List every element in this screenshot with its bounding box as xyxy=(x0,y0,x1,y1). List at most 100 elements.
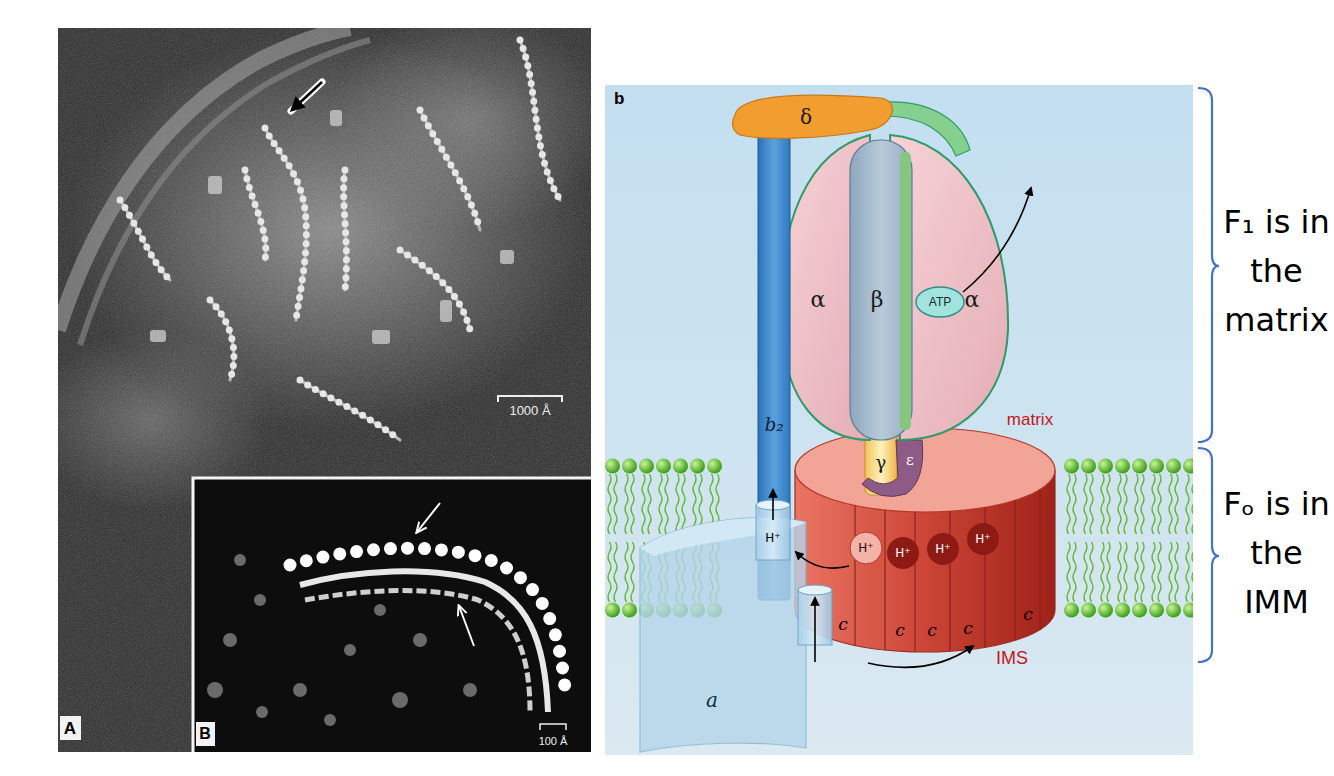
inset-micrograph xyxy=(207,682,223,698)
outer-membrane xyxy=(58,28,370,345)
subunit-label: c xyxy=(895,622,905,639)
f1-head xyxy=(900,152,911,430)
region-label: IMS xyxy=(996,649,1028,667)
c-ring xyxy=(795,428,1055,652)
crista-membrane xyxy=(520,40,560,200)
inset-micrograph xyxy=(196,722,215,746)
central-stalk xyxy=(862,440,923,496)
crista-membrane xyxy=(344,170,347,290)
inset-micrograph xyxy=(223,633,237,647)
c-ring xyxy=(854,505,855,645)
inset-micrograph xyxy=(392,692,408,708)
granule xyxy=(500,250,514,264)
bound-proton xyxy=(850,523,999,569)
proton-label: H⁺ xyxy=(765,532,780,544)
c-ring xyxy=(1039,490,1040,630)
bound-proton xyxy=(967,523,999,555)
subunit-label: c xyxy=(1023,606,1033,623)
inset-micrograph xyxy=(256,706,268,718)
crista-membrane xyxy=(245,170,266,260)
crista-membrane xyxy=(120,40,560,440)
granule xyxy=(150,330,166,342)
annotation-text: F₁ is in the matrix xyxy=(1221,198,1332,345)
crista-membrane xyxy=(120,200,170,280)
region-label: matrix xyxy=(1007,411,1053,428)
inset-micrograph xyxy=(305,591,530,712)
subunit-label: ε xyxy=(906,453,914,468)
bound-proton xyxy=(850,532,882,564)
subunit-label: γ xyxy=(876,454,887,472)
c-ring xyxy=(914,512,915,652)
pointer-arrow xyxy=(291,82,322,111)
subunit-label: b₂ xyxy=(765,416,784,434)
scale-label: 1000 Å xyxy=(509,404,550,417)
crista-membrane xyxy=(265,128,306,320)
proton-label: H⁺ xyxy=(935,543,950,555)
crista-membrane xyxy=(300,380,400,440)
granule xyxy=(372,330,390,344)
f1-head xyxy=(963,188,1031,292)
f1-head xyxy=(916,287,964,317)
scale-bar xyxy=(498,396,562,402)
panel-letter: B xyxy=(199,726,211,742)
subunit-label: δ xyxy=(800,107,812,127)
f1-head xyxy=(781,102,1031,440)
c-ring xyxy=(1014,500,1015,640)
granule xyxy=(330,110,342,126)
inset-micrograph xyxy=(193,478,591,752)
scale-bar xyxy=(498,396,562,402)
lipid-bilayer xyxy=(1063,458,1193,618)
inset-micrograph xyxy=(193,478,591,752)
granule xyxy=(150,110,514,344)
inset-micrograph xyxy=(293,683,307,697)
electron-micrograph xyxy=(58,28,591,752)
figure-panel: b xyxy=(605,85,1193,755)
inset-micrograph xyxy=(234,554,246,566)
bracket xyxy=(1198,88,1219,662)
annotation-text: Fₒ is in the IMM xyxy=(1221,480,1332,627)
inset-micrograph xyxy=(344,644,356,656)
granule xyxy=(440,300,452,322)
subunit-label: α xyxy=(965,289,980,311)
f1-head xyxy=(890,135,1008,440)
proton-label: H⁺ xyxy=(895,547,910,559)
inset-micrograph xyxy=(417,503,440,532)
pointer-arrow xyxy=(291,82,322,111)
crista-membrane xyxy=(210,300,234,380)
panel-letter-patch xyxy=(60,716,81,740)
proton-label: H⁺ xyxy=(858,542,873,554)
panel-letter: A xyxy=(64,720,76,737)
inset-micrograph xyxy=(254,594,266,606)
subunit-label: c xyxy=(927,622,937,639)
peripheral-stalk xyxy=(733,95,893,138)
scale-label: 100 Å xyxy=(539,736,568,747)
outer-membrane xyxy=(80,40,370,345)
molecule-label: ATP xyxy=(929,296,951,308)
atp-synthase-illustration xyxy=(605,85,1193,755)
inset-micrograph xyxy=(540,724,566,730)
subunit-label: c xyxy=(963,620,973,637)
panel-letter: b xyxy=(614,90,624,109)
c-ring xyxy=(949,511,950,651)
granule xyxy=(208,176,222,194)
crista-membrane xyxy=(120,40,560,440)
inset-micrograph xyxy=(290,548,566,700)
bound-proton xyxy=(887,537,919,569)
proton-channel xyxy=(772,490,774,520)
inset-micrograph xyxy=(459,606,474,646)
bracket xyxy=(1198,88,1219,442)
crista-membrane xyxy=(344,170,347,290)
crista-membrane xyxy=(120,200,170,280)
rotation-arrow xyxy=(868,646,973,667)
crista-membrane xyxy=(245,170,266,260)
crista-membrane xyxy=(400,250,470,330)
inset-micrograph xyxy=(300,571,548,712)
crista-membrane xyxy=(120,40,560,440)
inset-micrograph xyxy=(207,554,477,726)
subunit-label: a xyxy=(706,690,718,710)
c-ring xyxy=(884,510,885,650)
f1-head xyxy=(850,140,912,440)
proton-channel xyxy=(798,585,832,595)
